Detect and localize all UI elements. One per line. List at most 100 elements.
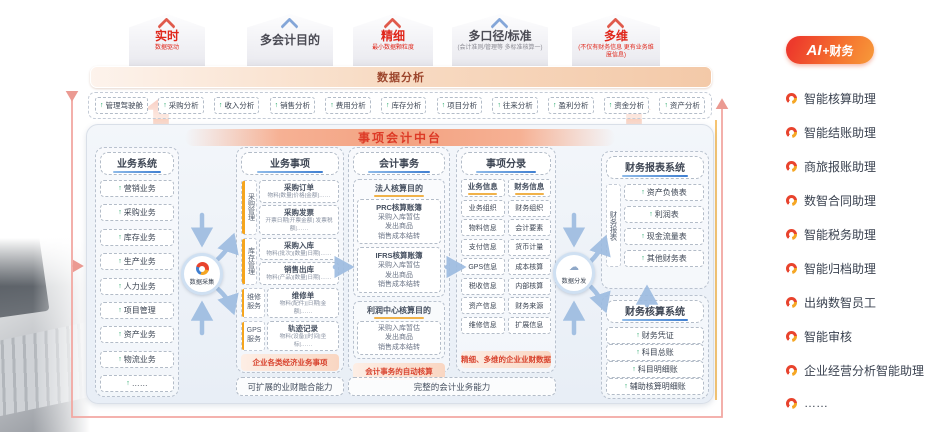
swirl-icon [786, 93, 797, 104]
swirl-icon [786, 161, 797, 172]
entry-chip: 成本核算 [507, 258, 551, 275]
platform-title-bar: 事项会计中台 [185, 129, 615, 146]
ai-item-label: 数智合同助理 [804, 194, 877, 208]
swirl-icon [786, 229, 797, 240]
analysis-chip-label: 收入分析 [224, 101, 255, 110]
swirl-icon [786, 365, 797, 376]
up-arrow-icon: ↑ [118, 233, 122, 241]
up-arrow-icon: ↑ [118, 258, 122, 266]
ledger-line: 采购入库暂估 [378, 324, 420, 332]
badge-multi-purpose: 多会计目的 [247, 14, 333, 66]
swirl-icon [786, 331, 797, 342]
analysis-chip: ↑收入分析 [213, 97, 260, 114]
event-box-desc: 物料(配件)|日期|金额|…… [279, 300, 327, 314]
entries-footer-label: 精细、多维的企业业财数据 [461, 351, 551, 368]
data-dispatch-node: ☁ 数据分发 [553, 252, 595, 294]
event-box-title: 销售出库 [284, 265, 314, 274]
ai-list-item: 数智合同助理 [786, 192, 936, 209]
up-arrow-icon: ↑ [641, 255, 645, 262]
report-item: ↑资产负债表 [624, 184, 704, 201]
analysis-chip-label: 管理驾驶舱 [105, 101, 144, 110]
analysis-chip-label: 资金分析 [614, 101, 645, 110]
ledger-line: 采购入库暂估 [378, 262, 420, 270]
event-box-desc: 物料(产品)|数量|日期|…… [266, 275, 332, 281]
panel-header: 会计事务 [353, 152, 445, 175]
ai-item-label: 智能审核 [804, 330, 853, 344]
ai-item-label: 智能核算助理 [804, 92, 877, 106]
list-item-label: 项目管理 [123, 305, 156, 315]
badge-title: 多维 [603, 29, 628, 43]
badge-subtitle: (不仅有财务信息 更有业务维度信息) [578, 44, 654, 59]
up-arrow-icon: ↑ [163, 102, 167, 109]
list-item: ↑资产业务 [100, 326, 174, 344]
entry-chip: GPS信息 [461, 258, 505, 275]
ledger-box: 采购入库暂估 发出商品 销售成本结转 [357, 320, 441, 355]
entry-chip: 资产信息 [461, 297, 505, 314]
analysis-chip-label: 资产分析 [669, 101, 700, 110]
up-arrow-icon: ↑ [497, 102, 501, 109]
list-item: ↑采购业务 [100, 204, 174, 222]
entry-chip: 财务来源 [507, 297, 551, 314]
entry-chip: 扩展信息 [507, 316, 551, 334]
entry-chip: 内部核算 [507, 277, 551, 295]
up-arrow-icon: ↑ [649, 211, 653, 218]
swirl-icon [786, 397, 797, 409]
list-item-label: 采购业务 [123, 208, 156, 218]
list-item-label: 生产业务 [123, 257, 156, 267]
ai-list-item: 智能结账助理 [786, 124, 936, 141]
account-item: ↑辅助核算明细账 [606, 378, 704, 395]
entry-chip: 财务组织 [507, 199, 551, 217]
report-item-label: 其他财务表 [646, 254, 687, 263]
events-footer-label: 企业各类经济业务事项 [241, 353, 339, 371]
up-arrow-icon: ↑ [632, 366, 636, 373]
profit-center-section: 利润中心核算目的 采购入库暂估 发出商品 销售成本结转 [353, 300, 445, 359]
entry-chip: 税收信息 [461, 277, 505, 295]
up-arrow-icon: ↑ [126, 380, 130, 387]
entry-chip: 会计要素 [507, 219, 551, 236]
report-item: ↑现金流量表 [624, 228, 704, 245]
list-item-label: 库存业务 [123, 232, 156, 242]
up-arrow-icon: ↑ [641, 233, 645, 240]
group-label: 维修服务 [241, 287, 265, 318]
section-title: 利润中心核算目的 [357, 305, 441, 319]
event-box-title: 采购订单 [284, 183, 314, 192]
entry-chip: 支付信息 [461, 238, 505, 256]
event-box: 轨迹记录 物料(设备)|时间|坐标|…… [267, 320, 339, 351]
analysis-chip: ↑往来分析 [492, 97, 538, 114]
ledger-line: 发出商品 [385, 271, 413, 279]
entry-chip: 业务组织 [461, 199, 505, 217]
ai-item-label: 企业经营分析智能助理 [804, 364, 925, 378]
up-arrow-icon: ↑ [636, 332, 640, 339]
event-box: 采购入库 物料(批次)|数量|日期|…… [259, 237, 339, 260]
business-info-column: 业务信息 业务组织 物料信息 支付信息 GPS信息 税收信息 资产信息 维修信息 [461, 179, 505, 347]
account-item-label: 科目总账 [641, 348, 674, 357]
business-system-panel: 业务系统 ↑营销业务 ↑采购业务 ↑库存业务 ↑生产业务 ↑人力业务 ↑项目管理… [95, 147, 179, 397]
group-label-text: 维修服务 [247, 294, 262, 310]
event-box-title: 维修单 [291, 290, 315, 300]
entry-chip: 物料信息 [461, 219, 505, 236]
account-item-label: 辅助核算明细账 [629, 382, 686, 391]
ai-item-label: 出纳数智员工 [804, 296, 877, 310]
event-group: 维修服务 维修单 物料(配件)|日期|金额|…… [241, 287, 339, 318]
up-arrow-icon: ↑ [641, 189, 645, 196]
ai-assistant-list: 智能核算助理 智能结账助理 商旅报账助理 数智合同助理 智能税务助理 智能归档助… [786, 90, 936, 410]
entry-chip: 维修信息 [461, 316, 505, 334]
up-arrow-icon: ↑ [664, 102, 668, 109]
up-arrow-icon: ↑ [330, 102, 334, 109]
ai-finance-badge: AI +财务 [786, 36, 874, 64]
legal-purpose-section: 法人核算目的 PRC核算账簿 采购入库暂估 发出商品 销售成本结转 IFRS核算… [353, 179, 445, 297]
ai-list-item: 智能核算助理 [786, 90, 936, 107]
event-box: 销售出库 物料(产品)|数量|日期|…… [259, 262, 339, 285]
event-box: 采购订单 物料|数量|价格|金额|…… [259, 180, 339, 203]
event-box-desc: 开票日期|开票金额| 发票税额|…… [265, 217, 333, 231]
analysis-chips-row: ↑管理驾驶舱 ↑采购分析 ↑收入分析 ↑销售分析 ↑费用分析 ↑库存分析 ↑项目… [88, 92, 712, 119]
ai-finance-sidebar: AI +财务 智能核算助理 智能结账助理 商旅报账助理 数智合同助理 智能税务助… [786, 36, 936, 410]
account-item: ↑科目总账 [606, 344, 704, 361]
vertical-label-text: 财务报表 [609, 210, 618, 241]
ledger-line: 发出商品 [385, 223, 413, 231]
badge-title: 多会计目的 [259, 33, 320, 47]
account-item-label: 财务凭证 [641, 331, 674, 340]
up-arrow-icon: ↑ [118, 306, 122, 314]
ai-badge-text: AI [806, 41, 822, 59]
analysis-chip-label: 费用分析 [335, 101, 366, 110]
